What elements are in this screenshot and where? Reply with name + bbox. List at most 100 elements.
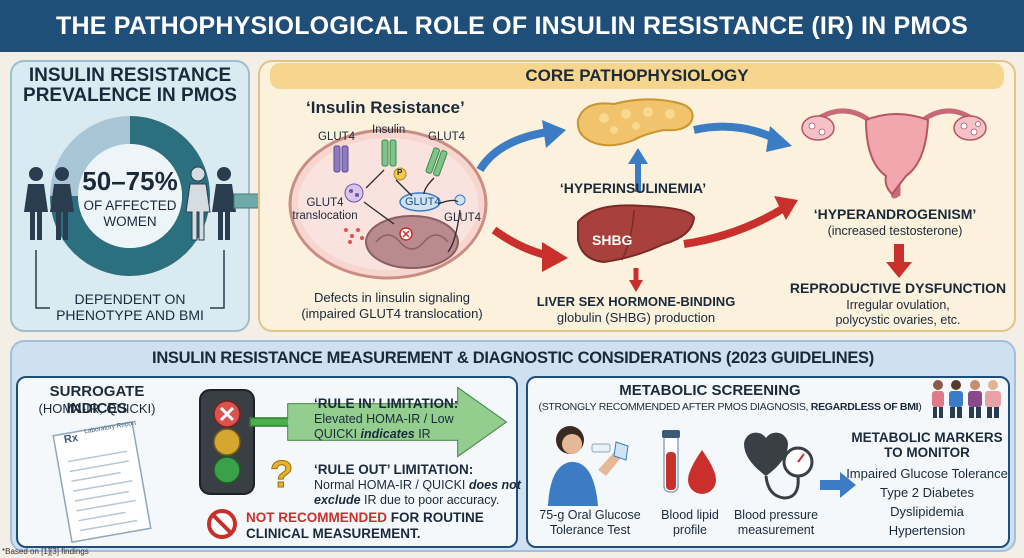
screening-sub: (STRONGLY RECOMMENDED AFTER PMOS DIAGNOS…	[530, 401, 930, 413]
rule-out-line1a: Normal HOMA-IR / QUICKI	[314, 478, 469, 492]
prevalence-value: 50–75%	[82, 166, 178, 196]
organelle	[365, 215, 459, 269]
screening-title: METABOLIC SCREENING	[619, 382, 801, 399]
surrogate-sub: (HOMA-IR, QUICKI)	[38, 401, 156, 416]
ovary-right-icon	[953, 115, 987, 141]
phosphate-icon	[393, 167, 407, 181]
lipid-line2: profile	[672, 523, 708, 537]
blood-lipid-icon	[662, 430, 716, 494]
surrogate-title: SURROGATE INDICES	[49, 383, 145, 417]
prevalence-heading: INSULIN RESISTANCE PREVALENCE IN PMOS	[14, 66, 246, 106]
rule-in-text: Elevated HOMA-IR / Low QUICKI indicates …	[314, 412, 454, 442]
lab-report-icon	[52, 421, 152, 543]
ogtt-line2: Tolerance Test	[549, 523, 631, 537]
not-recommended-line1: NOT RECOMMENDED FOR ROUTINE	[246, 510, 484, 526]
signaling-arrows	[363, 169, 461, 253]
hyperinsulinemia-label: ‘HYPERINSULINEMIA’	[559, 180, 707, 196]
not-recommended-text: NOT RECOMMENDED FOR ROUTINE CLINICAL MEA…	[246, 510, 484, 542]
liver-line2: globulin (SHBG) production	[556, 310, 716, 325]
screening-sub-a: (STRONGLY RECOMMENDED AFTER PMOS DIAGNOS…	[538, 401, 811, 413]
label-insulin: Insulin	[372, 124, 406, 136]
markers-title-line1: METABOLIC MARKERS	[851, 430, 1003, 445]
core-flow-arrows	[476, 120, 912, 292]
not-recommended-line2: CLINICAL MEASUREMENT.	[246, 526, 421, 541]
not-recommended-red: NOT RECOMMENDED	[246, 510, 387, 525]
label-glut4-translocation: GLUT4 translocation	[292, 197, 358, 223]
pancreas-icon	[576, 98, 694, 147]
arrow-to-liver	[491, 226, 551, 260]
blood-drop-icon	[688, 450, 716, 494]
donut-prevalence-arc	[50, 116, 210, 276]
prevalence-heading-line1: INSULIN RESISTANCE	[28, 65, 232, 86]
rule-out-line2b: IR due to poor accuracy.	[360, 493, 500, 507]
reproductive-title: REPRODUCTIVE DYSFUNCTION	[789, 280, 1007, 296]
rule-out-emphasis-1: does not	[468, 478, 521, 492]
marker-item: Hypertension	[888, 523, 966, 538]
lipid-line1: Blood lipid	[661, 508, 719, 522]
cup-icon	[591, 443, 611, 453]
defects-line2: (impaired GLUT4 translocation)	[301, 306, 483, 321]
markers-title: METABOLIC MARKERS TO MONITOR	[842, 430, 1012, 460]
label-glut4-translocation-1: GLUT4	[306, 197, 344, 209]
prevalence-heading-line2: PREVALENCE IN PMOS	[23, 85, 237, 106]
arrow-to-hyperandrogenism	[683, 204, 787, 248]
prevalence-note: DEPENDENT ON PHENOTYPE AND BMI	[52, 291, 208, 323]
rule-in-emphasis: indicates	[360, 427, 415, 441]
green-light-icon	[213, 456, 241, 484]
rule-in-line2c: IR	[414, 427, 431, 441]
rule-out-title: ‘RULE OUT’ LIMITATION:	[314, 462, 474, 477]
cell-illustration	[288, 128, 488, 280]
shbg-badge: SHBG	[592, 232, 633, 248]
prevalence-sub-line2: WOMEN	[103, 214, 157, 229]
page-title: THE PATHOPHYSIOLOGICAL ROLE OF INSULIN R…	[0, 0, 1024, 52]
uterus-icon	[801, 108, 987, 199]
label-glut4-center: GLUT4	[405, 196, 441, 208]
liver-icon	[577, 204, 696, 264]
rule-out-line1: Normal HOMA-IR / QUICKI does not	[314, 478, 521, 493]
heart-icon	[744, 432, 788, 476]
rule-in-line2a: QUICKI	[314, 427, 361, 441]
lipid-label: Blood lipid profile	[654, 508, 726, 538]
bp-line1: Blood pressure	[733, 508, 819, 522]
ovary-left-icon	[801, 115, 835, 141]
lab-report-rx: Rx	[63, 431, 79, 447]
screening-sub-c: )	[918, 401, 922, 413]
arrow-to-uterus	[693, 122, 780, 144]
markers-title-line2: TO MONITOR	[884, 445, 970, 460]
cell-title: ‘Insulin Resistance’	[306, 98, 465, 117]
prevalence-sub: OF AFFECTED WOMEN	[70, 198, 190, 230]
ogtt-icon	[548, 426, 629, 506]
yellow-light-icon	[213, 428, 241, 456]
bp-line2: measurement	[737, 523, 815, 537]
prevalence-graphic	[24, 116, 236, 309]
reproductive-line2: polycystic ovaries, etc.	[835, 313, 961, 327]
rule-out-emphasis-2: exclude	[314, 493, 361, 507]
reproductive-line1: Irregular ovulation,	[846, 298, 950, 312]
rule-in-title: ‘RULE IN’ LIMITATION:	[314, 396, 459, 411]
defects-text: Defects in linsulin signaling (impaired …	[284, 290, 500, 322]
marker-item: Impaired Glucose Tolerance	[846, 466, 1008, 481]
prohibited-icon	[207, 509, 237, 539]
rule-out-text: Normal HOMA-IR / QUICKI does not exclude…	[314, 478, 521, 508]
label-p: P	[397, 168, 403, 177]
label-glut4-lower: GLUT4	[444, 212, 482, 224]
liver-line1: LIVER SEX HORMONE-BINDING	[536, 294, 736, 309]
women-icons-right	[185, 166, 236, 241]
ogtt-label: 75-g Oral Glucose Tolerance Test	[532, 508, 648, 538]
markers-list: Impaired Glucose Tolerance Type 2 Diabet…	[842, 464, 1012, 540]
footnote: *Based on [1][3] findings	[2, 547, 89, 556]
women-icons-left	[24, 167, 74, 240]
ogtt-line1: 75-g Oral Glucose	[539, 508, 641, 522]
traffic-light-icon	[199, 389, 255, 495]
hyperandrogenism-sub: (increased testosterone)	[827, 224, 963, 238]
liver-text: LIVER SEX HORMONE-BINDING globulin (SHBG…	[530, 294, 742, 326]
prevalence-note-line2: PHENOTYPE AND BMI	[56, 307, 204, 323]
note-bracket	[35, 250, 225, 309]
marker-item: Type 2 Diabetes	[880, 485, 974, 500]
prevalence-note-line1: DEPENDENT ON	[74, 291, 186, 307]
prevalence-sub-line1: OF AFFECTED	[83, 198, 177, 213]
glut4-vesicle	[399, 192, 441, 212]
rule-out-line2: exclude IR due to poor accuracy.	[314, 493, 521, 508]
core-title: CORE PATHOPHYSIOLOGY	[270, 63, 1004, 89]
label-glut4-right: GLUT4	[428, 131, 466, 143]
